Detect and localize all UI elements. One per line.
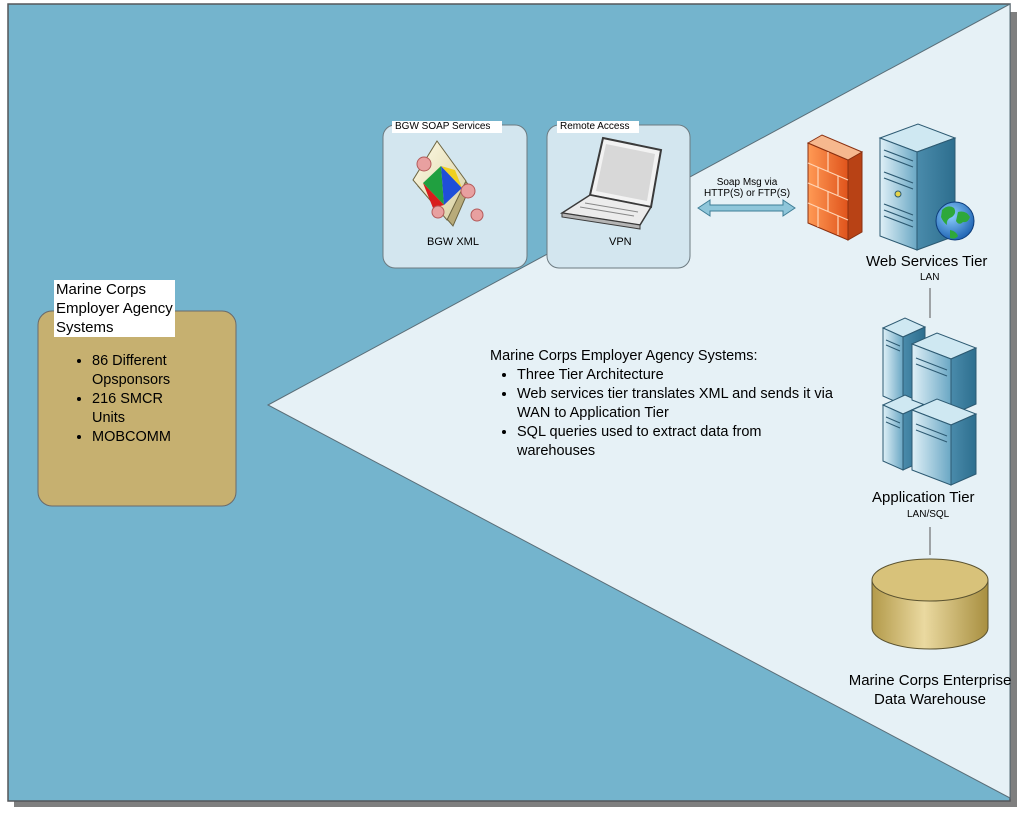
agency-title: Marine Corps Employer Agency Systems — [54, 280, 175, 337]
description-heading: Marine Corps Employer Agency Systems: — [490, 348, 758, 364]
database-cylinder-icon — [871, 558, 989, 650]
warehouse-label-line: Data Warehouse — [873, 691, 986, 708]
application-tier-label: Application Tier — [872, 489, 975, 506]
firewall-icon — [806, 134, 864, 241]
agency-item: 216 SMCR Units — [92, 390, 172, 428]
description-bullets: Three Tier Architecture Web services tie… — [490, 366, 857, 461]
soap-label-line: Soap Msg via — [716, 177, 778, 188]
agency-item: MOBCOMM — [92, 428, 202, 447]
xml-document-icon — [412, 140, 484, 227]
agency-title-line: Systems — [56, 319, 114, 336]
agency-title-line: Marine Corps — [56, 281, 147, 298]
description-bullet: Three Tier Architecture — [517, 366, 857, 385]
soap-title-bg — [392, 121, 502, 133]
agency-item-list: 86 Different Opsponsors 216 SMCR Units M… — [58, 352, 202, 447]
warehouse-label: Marine Corps Enterprise Data Warehouse — [835, 671, 1023, 709]
soap-label-line: HTTP(S) or FTP(S) — [703, 188, 791, 199]
globe-icon — [935, 201, 975, 241]
description-bullet: Web services tier translates XML and sen… — [517, 385, 857, 423]
description-bullet: SQL queries used to extract data from wa… — [517, 423, 817, 461]
warehouse-label-line: Marine Corps Enterprise — [848, 672, 1012, 689]
web-server-icon — [878, 123, 957, 251]
bgw-xml-label: BGW XML — [427, 236, 479, 248]
remote-access-title: Remote Access — [560, 121, 630, 132]
web-services-tier-label: Web Services Tier — [866, 253, 988, 270]
agency-item: 86 Different Opsponsors — [92, 352, 202, 390]
app-lan-sql-label: LAN/SQL — [907, 509, 950, 520]
soap-services-title: BGW SOAP Services — [395, 121, 491, 132]
vpn-label: VPN — [609, 236, 632, 248]
agency-title-line: Employer Agency — [56, 300, 173, 317]
soap-message-label: Soap Msg via HTTP(S) or FTP(S) — [700, 177, 794, 199]
soap-double-arrow — [697, 199, 796, 217]
remote-title-bg — [557, 121, 639, 133]
description-block: Marine Corps Employer Agency Systems: Th… — [490, 347, 857, 461]
application-servers-icon — [881, 317, 978, 486]
laptop-icon — [559, 136, 663, 230]
web-lan-label: LAN — [920, 272, 940, 283]
